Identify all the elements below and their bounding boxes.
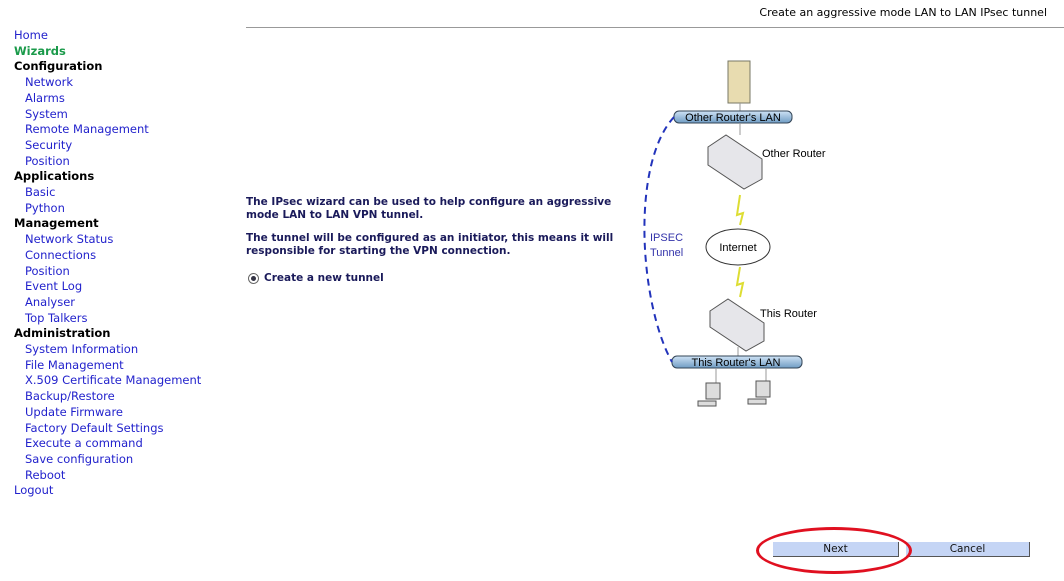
nav-reboot[interactable]: Reboot xyxy=(25,467,66,482)
nav-file-management[interactable]: File Management xyxy=(25,357,124,372)
top-bar: Create an aggressive mode LAN to LAN IPs… xyxy=(246,0,1064,28)
link-bolt-icon xyxy=(735,194,745,226)
nav-analyser[interactable]: Analyser xyxy=(25,294,75,309)
nav-network[interactable]: Network xyxy=(25,75,74,90)
cancel-button[interactable]: Cancel xyxy=(906,542,1030,557)
nav-x-509-certificate-management[interactable]: X.509 Certificate Management xyxy=(25,373,202,388)
tunnel-label-2: Tunnel xyxy=(650,247,683,259)
section-administration: Administration xyxy=(14,326,111,341)
section-management: Management xyxy=(14,216,99,231)
this-lan-label: This Router's LAN xyxy=(692,357,781,369)
nav-execute-a-command[interactable]: Execute a command xyxy=(25,436,143,451)
tunnel-label-1: IPSEC xyxy=(650,232,683,244)
computer-icon xyxy=(697,368,721,407)
nav-connections[interactable]: Connections xyxy=(25,247,97,262)
this-router-icon xyxy=(709,298,765,352)
internet-label: Internet xyxy=(719,242,756,254)
nav-position[interactable]: Position xyxy=(25,153,70,168)
network-diagram: Other Router's LAN Other Router Internet… xyxy=(643,60,826,407)
nav-home[interactable]: Home xyxy=(14,28,48,42)
nav-update-firmware[interactable]: Update Firmware xyxy=(25,404,124,419)
other-lan-label: Other Router's LAN xyxy=(685,112,781,124)
nav-alarms[interactable]: Alarms xyxy=(25,90,65,105)
create-tunnel-label: Create a new tunnel xyxy=(264,272,384,284)
nav-network-status[interactable]: Network Status xyxy=(25,232,114,247)
internet-cloud-icon xyxy=(705,228,771,266)
other-router-label: Other Router xyxy=(762,148,826,160)
nav-save-configuration[interactable]: Save configuration xyxy=(25,451,134,466)
section-applications: Applications xyxy=(14,169,95,184)
nav-wizards[interactable]: Wizards xyxy=(14,43,66,58)
ipsec-tunnel-arc xyxy=(643,116,675,363)
server-icon xyxy=(727,60,751,111)
computer-icon xyxy=(747,368,771,405)
nav-remote-management[interactable]: Remote Management xyxy=(25,122,149,137)
next-button[interactable]: Next xyxy=(773,542,899,557)
intro-text: The IPsec wizard can be used to help con… xyxy=(246,196,646,268)
intro-paragraph-1: The IPsec wizard can be used to help con… xyxy=(246,196,612,221)
nav-top-talkers[interactable]: Top Talkers xyxy=(25,310,88,325)
nav-backup-restore[interactable]: Backup/Restore xyxy=(25,389,115,404)
nav-system[interactable]: System xyxy=(25,106,68,121)
create-tunnel-radio[interactable] xyxy=(248,272,259,284)
intro-paragraph-2: The tunnel will be configured as an init… xyxy=(246,232,614,257)
create-tunnel-option[interactable]: Create a new tunnel xyxy=(248,272,384,284)
nav-logout[interactable]: Logout xyxy=(14,483,54,498)
nav-python[interactable]: Python xyxy=(25,200,65,215)
other-router-icon xyxy=(707,134,763,190)
nav-factory-default-settings[interactable]: Factory Default Settings xyxy=(25,420,164,435)
section-configuration: Configuration xyxy=(14,59,103,74)
link-bolt-icon xyxy=(735,266,745,298)
nav-basic[interactable]: Basic xyxy=(25,185,56,200)
nav-position[interactable]: Position xyxy=(25,263,70,278)
nav-security[interactable]: Security xyxy=(25,137,73,152)
this-router-label: This Router xyxy=(760,308,817,320)
page-title: Create an aggressive mode LAN to LAN IPs… xyxy=(759,6,1047,19)
nav-event-log[interactable]: Event Log xyxy=(25,279,83,294)
nav-system-information[interactable]: System Information xyxy=(25,342,139,357)
